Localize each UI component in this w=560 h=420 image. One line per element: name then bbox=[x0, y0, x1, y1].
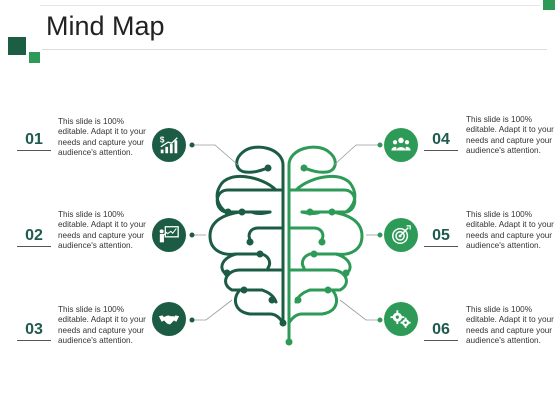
top-border-line bbox=[40, 5, 540, 6]
item-description-06: This slide is 100% editable. Adapt it to… bbox=[466, 305, 554, 346]
item-description-02: This slide is 100% editable. Adapt it to… bbox=[58, 210, 146, 251]
item-description-04: This slide is 100% editable. Adapt it to… bbox=[466, 115, 554, 156]
svg-text:$: $ bbox=[160, 135, 165, 144]
target-icon bbox=[384, 218, 418, 252]
item-description-03: This slide is 100% editable. Adapt it to… bbox=[58, 305, 146, 346]
gears-icon bbox=[384, 302, 418, 336]
title-underline bbox=[42, 49, 547, 50]
item-description-05: This slide is 100% editable. Adapt it to… bbox=[466, 210, 554, 251]
presentation-board-icon bbox=[152, 218, 186, 252]
team-people-icon bbox=[384, 128, 418, 162]
title-accent-square-dark bbox=[8, 37, 26, 55]
item-number-05: 05 bbox=[424, 227, 458, 247]
item-number-06: 06 bbox=[424, 321, 458, 341]
item-number-03: 03 bbox=[17, 321, 51, 341]
item-number-02: 02 bbox=[17, 227, 51, 247]
title-accent-square-light bbox=[29, 52, 40, 63]
right-brain-hemisphere bbox=[287, 145, 364, 344]
corner-accent-square bbox=[543, 0, 555, 10]
item-number-04: 04 bbox=[424, 131, 458, 151]
handshake-icon bbox=[152, 302, 186, 336]
connector-lines bbox=[192, 144, 380, 321]
item-description-01: This slide is 100% editable. Adapt it to… bbox=[58, 117, 146, 158]
dollar-growth-chart-icon: $ bbox=[152, 128, 186, 162]
item-number-01: 01 bbox=[17, 131, 51, 151]
slide-title: Mind Map bbox=[46, 11, 165, 41]
